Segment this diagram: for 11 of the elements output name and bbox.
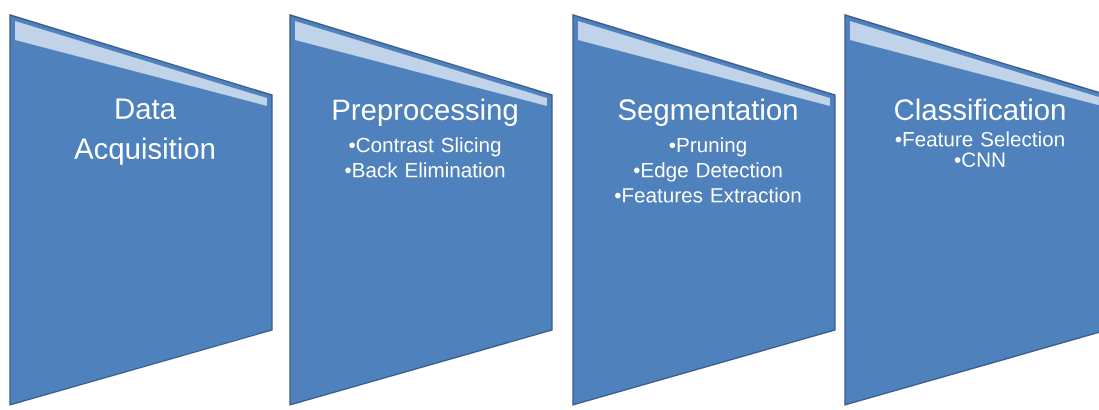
bullet-item: •Features Extraction — [615, 187, 801, 203]
stage-title: Segmentation — [618, 98, 797, 126]
bullet-item: •Pruning — [669, 137, 746, 157]
stage-title: Data Acquisition — [74, 98, 214, 165]
bullet-item: •Feature Selection — [895, 131, 1064, 147]
stage-title: Classification — [895, 98, 1065, 121]
bullet-item: •Edge Detection — [633, 162, 782, 182]
bullet-item: •Back Elimination — [345, 162, 505, 178]
bullet-item: •Contrast Slicing — [349, 137, 501, 157]
bullet-item: •CNN — [954, 152, 1005, 167]
stage-title: Preprocessing — [333, 98, 517, 126]
